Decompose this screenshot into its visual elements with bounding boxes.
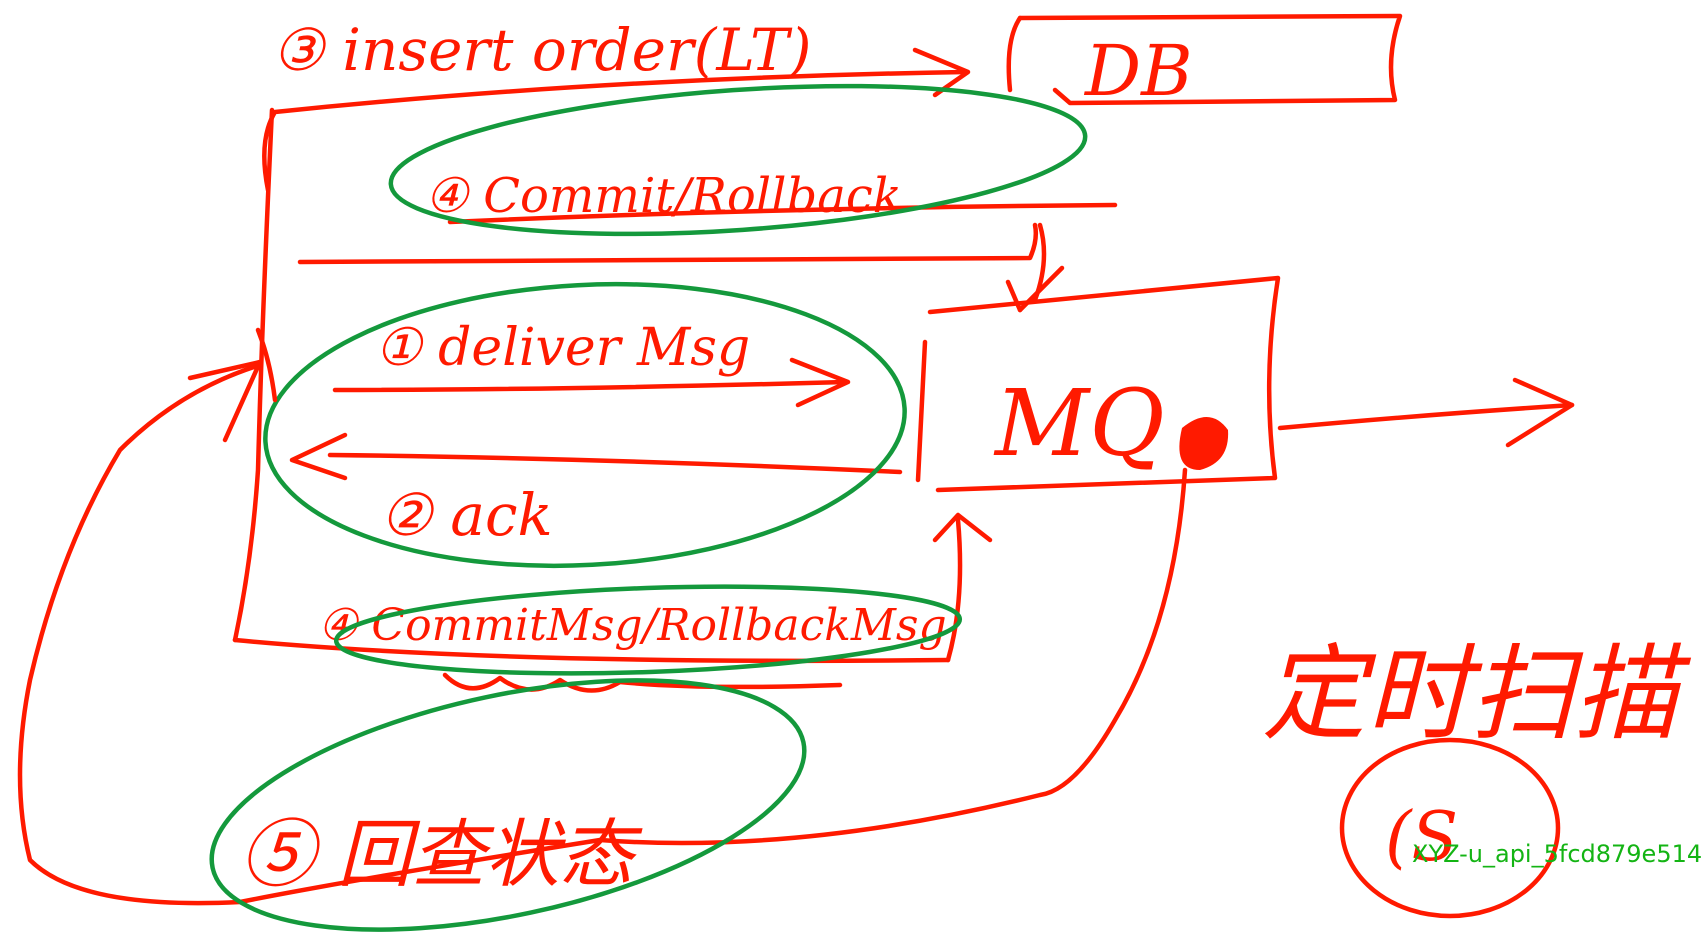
db-label: DB [1083, 30, 1193, 112]
ack-label: ② ack [380, 481, 553, 549]
scan-interval-label: (S [1385, 798, 1458, 877]
commit-rollback-highlight [388, 83, 1088, 237]
commit-rollback-label: ④ Commit/Rollback [425, 168, 902, 224]
deliver-msg-label: ① deliver Msg [375, 318, 750, 378]
mq-label: MQ [993, 370, 1165, 477]
timed-scan-label: 定时扫描 [1262, 633, 1692, 755]
check-back-loop: ⑤ 回查状态 [17, 327, 1188, 932]
insert-order-label: ③ insert order(LT) [272, 16, 811, 84]
red-blob [1179, 416, 1229, 470]
commit-msg-highlight [333, 584, 963, 676]
timed-scan-note: 定时扫描 (S [1262, 633, 1692, 919]
check-back-label: ⑤ 回查状态 [240, 812, 644, 898]
db-box: DB [1006, 13, 1403, 112]
watermark: XYZ-u_api_5fcd879e514 [1412, 840, 1703, 868]
scan-interval-circle [1339, 737, 1561, 919]
check-back-highlight [209, 678, 807, 932]
half-message-exchange: ① deliver Msg ② ack [263, 281, 907, 569]
commit-msg-to-mq: ④ CommitMsg/RollbackMsg [318, 512, 993, 693]
mq-output-arrow [1277, 377, 1575, 448]
exchange-highlight [263, 281, 907, 569]
insert-order-arrow: ③ insert order(LT) [262, 16, 971, 193]
commit-msg-label: ④ CommitMsg/RollbackMsg [318, 600, 947, 651]
commit-rollback-db: ④ Commit/Rollback [388, 83, 1118, 313]
mq-box: MQ [915, 275, 1281, 493]
